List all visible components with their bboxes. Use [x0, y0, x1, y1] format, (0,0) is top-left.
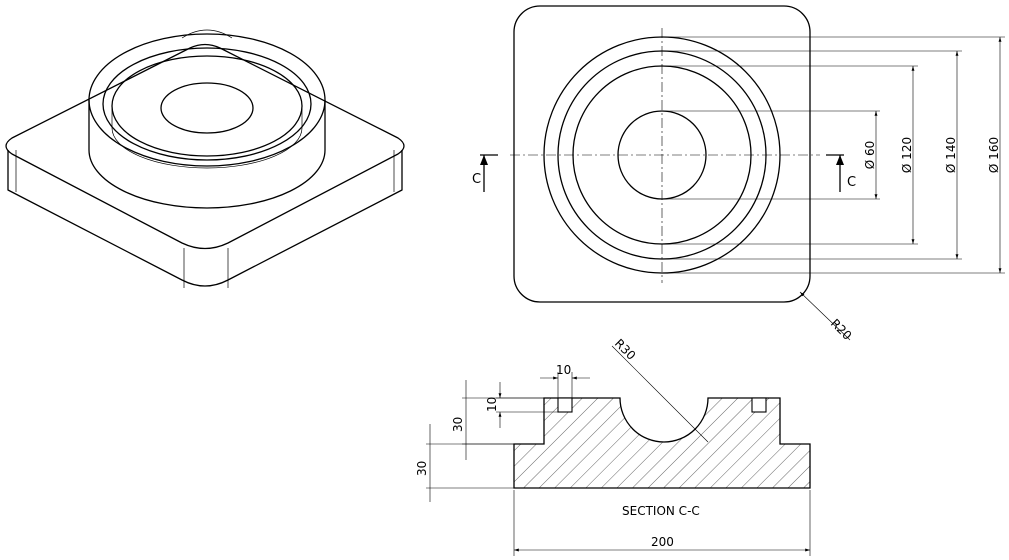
section-marker-left: C	[472, 172, 481, 187]
dim-label-d160: Ø 160	[987, 137, 1001, 173]
dim-label-r30: R30	[612, 336, 639, 363]
iso-base-top-face	[5, 43, 405, 250]
section-groove-right	[751, 397, 767, 413]
dim-label-r20: R20	[828, 316, 855, 343]
dim-label-d120: Ø 120	[900, 137, 914, 173]
leader-r30	[611, 345, 709, 443]
iso-spherical-pocket	[160, 82, 254, 134]
section-view: 10 10 30 30 R30 SECTION C-C 200	[415, 336, 811, 556]
section-marker-right: C	[847, 175, 856, 190]
iso-base-left-side	[7, 150, 403, 287]
top-view-outline	[513, 5, 811, 303]
iso-boss-outer-top	[88, 33, 326, 167]
iso-boss-side	[88, 100, 326, 209]
dim-label-w10: 10	[556, 363, 571, 377]
dim-label-d140: Ø 140	[944, 137, 958, 173]
section-groove-left	[557, 397, 573, 413]
dim-label-h10: 10	[485, 397, 499, 412]
dim-label-h30-upper: 30	[451, 417, 465, 432]
leader-r20	[799, 291, 851, 341]
iso-groove-outer	[102, 47, 312, 161]
section-label: SECTION C-C	[622, 504, 700, 518]
iso-groove-wall	[111, 106, 303, 169]
iso-pocket-edge	[181, 29, 233, 39]
dim-label-w200: 200	[651, 535, 674, 549]
iso-groove-inner	[111, 55, 303, 157]
top-view: C C Ø 60 Ø 120 Ø 140 Ø 160 R20	[472, 5, 1005, 343]
isometric-view	[5, 29, 405, 288]
dim-label-d60: Ø 60	[863, 141, 877, 170]
section-arrowhead-right	[836, 155, 844, 165]
section-hatched-body	[513, 397, 811, 489]
dim-label-h30-lower: 30	[415, 461, 429, 476]
section-arrowhead-left	[480, 155, 488, 165]
